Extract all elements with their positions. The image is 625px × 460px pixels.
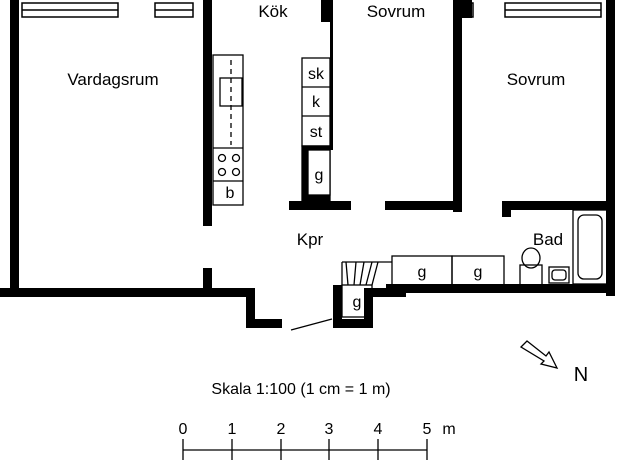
room-label-bad: Bad [533, 230, 563, 249]
windows [21, 2, 602, 18]
room-label-sovrum-2: Sovrum [507, 70, 566, 89]
room-label-kok: Kök [258, 2, 288, 21]
scale-tick-4: 4 [374, 421, 383, 438]
kitchen-counter-left [212, 54, 244, 206]
walls [0, 0, 615, 328]
north-arrow-icon [519, 340, 559, 369]
scale-unit: m [442, 421, 455, 438]
fixture-label-g-hall-3: g [353, 294, 362, 311]
scale-tick-5: 5 [423, 421, 432, 438]
scale-title: Skala 1:100 (1 cm = 1 m) [211, 381, 390, 398]
room-label-vardagsrum: Vardagsrum [67, 70, 158, 89]
fixture-label-k: k [312, 94, 321, 111]
bathroom-sink-icon [548, 266, 570, 284]
toilet-icon [519, 247, 543, 286]
hall-closets [341, 255, 505, 318]
room-label-kpr: Kpr [297, 230, 324, 249]
scale-bar [182, 439, 428, 460]
bathroom-fixtures [519, 209, 608, 286]
scale-tick-3: 3 [325, 421, 334, 438]
kitchen-cabinets-right [301, 57, 331, 205]
bathtub-icon [572, 209, 608, 285]
fixture-label-st: st [310, 124, 323, 141]
fixture-label-sk: sk [308, 66, 325, 83]
entrance-door [290, 318, 333, 331]
scale-tick-0: 0 [179, 421, 188, 438]
room-label-sovrum-1: Sovrum [367, 2, 426, 21]
scale-tick-2: 2 [277, 421, 286, 438]
fixture-label-g-hall-1: g [418, 264, 427, 281]
fixture-label-g-hall-2: g [474, 264, 483, 281]
fixture-label-b: b [226, 185, 235, 202]
wardrobe-hatch [341, 261, 392, 286]
sink-icon [219, 60, 243, 145]
fixture-label-g-kitchen: g [315, 167, 324, 184]
compass-north-label: N [574, 364, 588, 386]
stove-icon [217, 153, 241, 177]
scale-tick-1: 1 [228, 421, 237, 438]
